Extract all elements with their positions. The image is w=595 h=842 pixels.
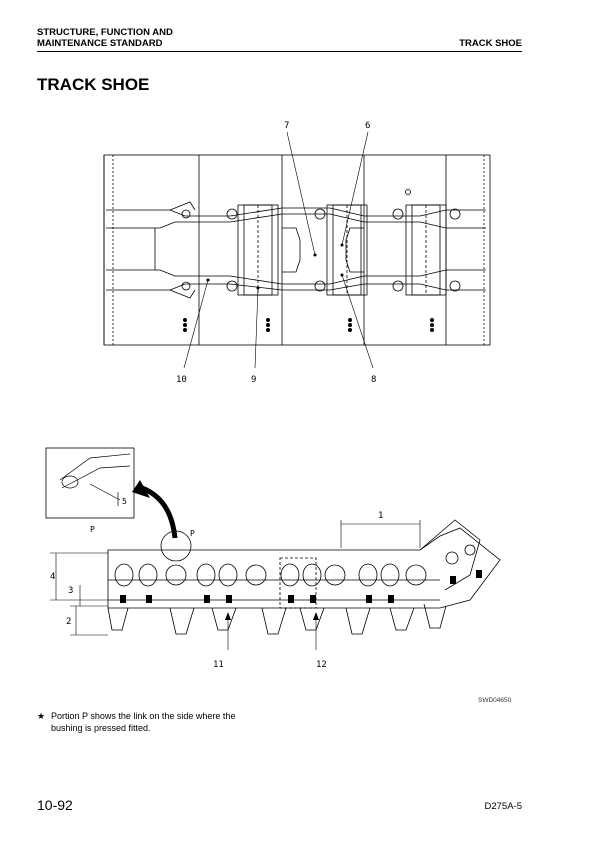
track-shoe-plan-view: 7 6 10 9 8 [103, 121, 491, 385]
callout-9: 9 [251, 375, 256, 385]
callout-12: 12 [316, 660, 327, 670]
callout-10: 10 [176, 375, 187, 385]
callout-6: 6 [365, 121, 370, 131]
figure-id: SWD04650 [478, 697, 512, 704]
inset-detail-box [45, 447, 135, 519]
page-number: 10-92 [37, 797, 73, 813]
track-shoe-side-view: 5 P P [45, 447, 501, 670]
dim-2: 2 [66, 617, 71, 627]
section-title-line2: MAINTENANCE STANDARD [37, 38, 163, 49]
page-title: TRACK SHOE [37, 75, 150, 94]
header-rule [37, 51, 522, 52]
shoe-band [103, 154, 491, 346]
dim-1: 1 [378, 511, 383, 521]
note-line1: Portion P shows the link on the side whe… [51, 711, 236, 721]
section-title: STRUCTURE, FUNCTION AND MAINTENANCE STAN… [37, 27, 173, 49]
callout-7: 7 [284, 121, 289, 131]
callout-8: 8 [371, 375, 376, 385]
inset-label-p: P [90, 525, 95, 534]
header-topic: TRACK SHOE [459, 38, 522, 49]
dim-3: 3 [68, 586, 73, 596]
portion-p-marker [160, 530, 192, 562]
model-number: D275A-5 [484, 801, 523, 812]
dim-4: 4 [50, 572, 55, 582]
star-icon: ★ [37, 711, 46, 721]
callout-11: 11 [213, 660, 224, 670]
note: ★ Portion P shows the link on the side wh… [37, 710, 235, 734]
note-line2: bushing is pressed fitted. [51, 723, 151, 733]
portion-label-p: P [190, 529, 195, 538]
section-title-line1: STRUCTURE, FUNCTION AND [37, 27, 173, 38]
inset-dim-5: 5 [122, 497, 127, 506]
